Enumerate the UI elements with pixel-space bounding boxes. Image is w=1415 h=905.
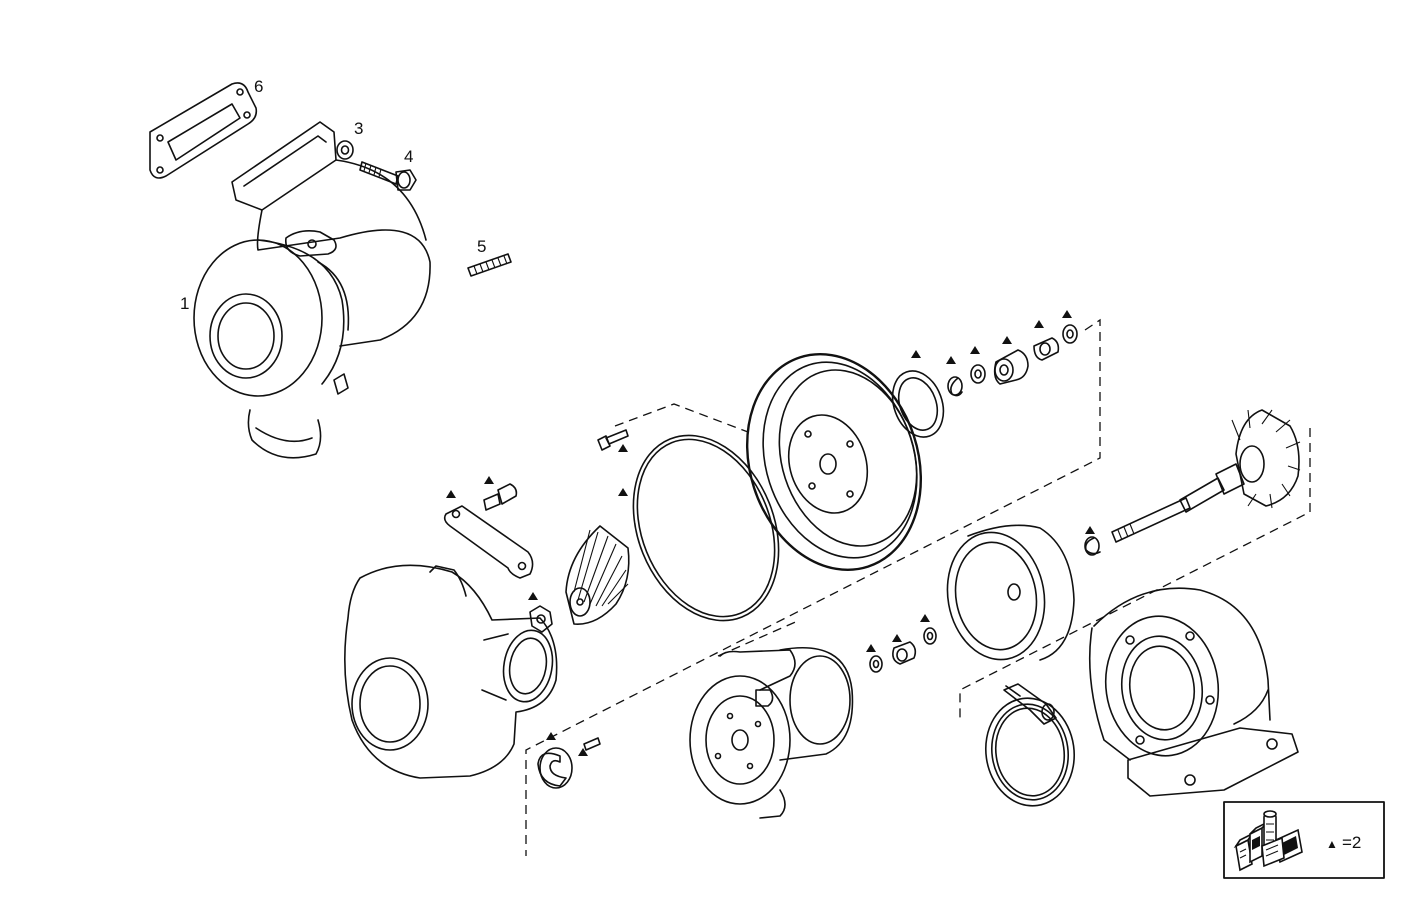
seal-ring-part (891, 370, 945, 438)
callout-1: 1 (180, 294, 189, 313)
turbine-housing-part (193, 121, 431, 459)
turbine-wheel-shaft-part (1111, 409, 1301, 543)
callout-4: 4 (404, 147, 413, 166)
retaining-ring-part (537, 737, 601, 789)
bearing-parts-lower (869, 627, 937, 673)
legend-text: =2 (1342, 833, 1361, 852)
kit-markers (446, 310, 1095, 756)
assembly-dashed-lines (525, 318, 1311, 856)
bolt-part (359, 161, 417, 191)
backplate-part (745, 353, 923, 571)
turbine-housing-lower-part (1088, 587, 1299, 797)
heat-shield-cup-part (946, 524, 1075, 661)
bearing-parts-upper (947, 324, 1078, 397)
stud-part (467, 253, 512, 277)
nut-part (529, 605, 553, 633)
callout-6: 6 (254, 77, 263, 96)
callout-3: 3 (354, 119, 363, 138)
gasket-part (149, 82, 258, 179)
callout-5: 5 (477, 237, 486, 256)
bearing-housing-part (689, 646, 854, 819)
compressor-wheel-part (565, 525, 630, 625)
legend-marker: ▲ (1326, 837, 1338, 851)
o-ring-part (632, 434, 780, 622)
v-band-clamp-part (984, 683, 1076, 807)
screw-part (597, 429, 629, 451)
lock-plate-part (443, 483, 534, 579)
kit-boxes-icon (1233, 810, 1303, 872)
legend-box: ▲ =2 (1223, 801, 1385, 879)
washer-part (336, 140, 354, 160)
circlip-part (1084, 536, 1101, 556)
compressor-housing-part (344, 564, 558, 779)
